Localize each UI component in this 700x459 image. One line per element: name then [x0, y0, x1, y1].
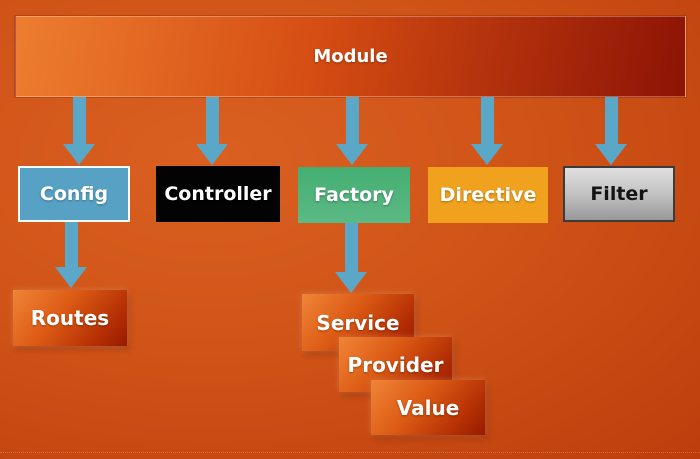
arrow-stem	[345, 97, 359, 144]
node-routes: Routes	[13, 290, 127, 346]
background-baseline-divider	[0, 452, 700, 453]
arrow-head-icon	[63, 144, 95, 165]
arrow-head-icon	[595, 144, 627, 165]
node-factory-label: Factory	[314, 184, 394, 206]
arrow-module-to-filter	[595, 97, 627, 165]
arrow-config-to-routes	[55, 222, 87, 288]
arrow-stem	[344, 223, 358, 272]
node-module: Module	[15, 16, 686, 97]
node-controller-label: Controller	[164, 183, 272, 205]
arrow-module-to-config	[63, 97, 95, 165]
arrow-stem	[480, 97, 494, 144]
node-config-label: Config	[39, 183, 109, 205]
node-module-label: Module	[313, 46, 388, 67]
arrow-module-to-factory	[336, 97, 368, 165]
arrow-stem	[604, 97, 618, 144]
arrow-head-icon	[335, 272, 367, 293]
arrow-head-icon	[196, 144, 228, 165]
arrow-module-to-directive	[471, 97, 503, 165]
node-directive-label: Directive	[439, 184, 537, 206]
node-directive: Directive	[428, 167, 548, 223]
arrow-factory-to-service	[335, 223, 367, 293]
node-routes-label: Routes	[30, 306, 110, 330]
node-config: Config	[18, 166, 130, 222]
arrow-stem	[205, 97, 219, 144]
node-controller: Controller	[156, 166, 280, 222]
node-provider-label: Provider	[347, 352, 444, 377]
arrow-stem	[72, 97, 86, 144]
node-factory: Factory	[298, 167, 410, 223]
node-filter-label: Filter	[590, 183, 648, 205]
node-filter: Filter	[563, 166, 675, 222]
node-value: Value	[371, 380, 485, 435]
arrow-head-icon	[55, 267, 87, 288]
arrow-stem	[64, 222, 78, 267]
arrow-head-icon	[336, 144, 368, 165]
arrow-module-to-controller	[196, 97, 228, 165]
node-service-label: Service	[316, 310, 400, 335]
node-value-label: Value	[396, 395, 460, 420]
arrow-head-icon	[471, 144, 503, 165]
